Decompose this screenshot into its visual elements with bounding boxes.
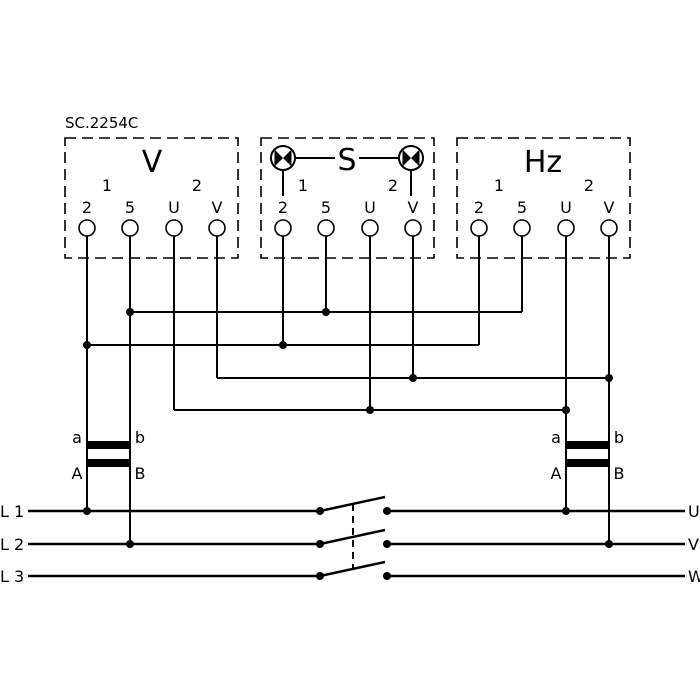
diagram-title: SC.2254C xyxy=(65,114,138,132)
voltmeter-unit: V 1 2 2 5 U V xyxy=(64,137,239,259)
frequency-meter-box xyxy=(456,137,631,259)
frequency-meter-group-2: 2 xyxy=(584,176,594,195)
synchroscope-group-1: 1 xyxy=(298,176,308,195)
frequency-meter-unit: Hz 1 2 2 5 U V xyxy=(456,137,631,259)
line-label-u: U xyxy=(688,502,700,521)
synchroscope-group-2: 2 xyxy=(388,176,398,195)
line-label-l2: L 2 xyxy=(0,535,24,554)
voltmeter-group-1: 1 xyxy=(102,176,112,195)
voltage-transformer-right: a b A B xyxy=(551,428,625,483)
voltmeter-terminal-label-5: 5 xyxy=(125,198,135,217)
voltage-transformer-left: a b A B xyxy=(72,428,146,483)
terminal xyxy=(600,219,618,237)
transformer-secondary-b: b xyxy=(135,428,145,447)
line-label-w: W xyxy=(688,567,700,586)
bus-wires xyxy=(87,311,609,411)
synchroscope-terminal-label-5: 5 xyxy=(321,198,331,217)
terminal xyxy=(165,219,183,237)
frequency-meter-terminal-label-u: U xyxy=(560,198,572,217)
transformer-primary-b: B xyxy=(135,464,146,483)
terminal-wires xyxy=(86,236,610,545)
three-pole-switch-icon xyxy=(316,495,391,580)
terminal xyxy=(404,219,422,237)
terminal-circles xyxy=(78,219,618,237)
frequency-meter-symbol: Hz xyxy=(524,145,562,180)
frequency-meter-group-1: 1 xyxy=(494,176,504,195)
voltmeter-group-2: 2 xyxy=(192,176,202,195)
voltmeter-box xyxy=(64,137,239,259)
synchroscope-unit: S 1 2 2 5 U V xyxy=(260,137,435,259)
synchroscope-symbol: S xyxy=(337,143,356,178)
synchroscope-terminal-label-u: U xyxy=(364,198,376,217)
synchroscope-box xyxy=(260,137,435,259)
frequency-meter-terminal-label-v: V xyxy=(604,198,615,217)
frequency-meter-terminal-label-2: 2 xyxy=(474,198,484,217)
voltmeter-terminal-label-v: V xyxy=(212,198,223,217)
frequency-meter-terminal-label-5: 5 xyxy=(517,198,527,217)
terminal xyxy=(208,219,226,237)
voltmeter-symbol: V xyxy=(142,145,163,180)
synchronizing-lamp-icon xyxy=(270,145,296,171)
terminal xyxy=(121,219,139,237)
transformer-secondary-a: a xyxy=(551,428,561,447)
terminal xyxy=(361,219,379,237)
transformer-secondary-b: b xyxy=(614,428,624,447)
terminal xyxy=(317,219,335,237)
line-label-l3: L 3 xyxy=(0,567,24,586)
voltmeter-terminal-label-u: U xyxy=(168,198,180,217)
terminal xyxy=(557,219,575,237)
transformer-primary-a: A xyxy=(551,464,562,483)
synchronizing-lamp-icon xyxy=(398,145,424,171)
terminal xyxy=(78,219,96,237)
synchroscope-terminal-label-v: V xyxy=(408,198,419,217)
terminal xyxy=(513,219,531,237)
terminal xyxy=(470,219,488,237)
transformer-primary-a: A xyxy=(72,464,83,483)
voltmeter-terminal-label-2: 2 xyxy=(82,198,92,217)
terminal xyxy=(274,219,292,237)
main-lines: L 1 L 2 L 3 U V W xyxy=(0,502,700,586)
line-label-v: V xyxy=(688,535,699,554)
line-label-l1: L 1 xyxy=(0,502,24,521)
transformer-secondary-a: a xyxy=(72,428,82,447)
synchroscope-terminal-label-2: 2 xyxy=(278,198,288,217)
transformer-primary-b: B xyxy=(614,464,625,483)
